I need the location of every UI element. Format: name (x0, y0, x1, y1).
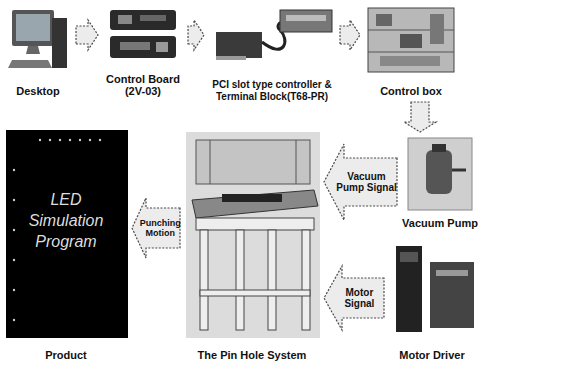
chip (156, 42, 168, 52)
frame-post (210, 140, 211, 184)
component (380, 56, 440, 66)
chip (140, 15, 166, 21)
frame-post (296, 140, 297, 184)
pump-body (426, 150, 452, 194)
vacuum-pump-picture (408, 138, 472, 210)
monitor (12, 10, 54, 46)
leg (236, 230, 244, 330)
leg (302, 230, 310, 330)
pump-head (432, 144, 446, 152)
stand (26, 46, 40, 54)
signal-label: Motor Signal (332, 287, 386, 310)
device-caption: The Pin Hole System (184, 349, 320, 362)
device-node: Product LED Simulation Program (2, 128, 130, 364)
device-caption: Motor Driver (388, 349, 476, 362)
led-panel (6, 130, 128, 338)
terminal-block (280, 10, 332, 32)
block-arrow (188, 20, 204, 50)
card-edge (216, 56, 246, 60)
signal-label: Vacuum Pump Signal (333, 171, 400, 194)
display (400, 252, 418, 262)
control-box-picture (368, 8, 454, 72)
block-arrow (324, 144, 397, 220)
device-node: Control box (362, 4, 460, 100)
pci-card (216, 32, 262, 58)
board (110, 36, 176, 58)
block-arrow (404, 102, 436, 132)
block-arrow (340, 20, 360, 50)
device-node: Vacuum Pump (399, 134, 481, 232)
block-arrow (132, 198, 180, 258)
device-node: Desktop (2, 4, 74, 100)
device-caption: Desktop (4, 85, 72, 98)
desktop-picture (8, 10, 67, 68)
product-picture (6, 130, 128, 338)
device-caption: Vacuum Pump (401, 217, 479, 230)
screen (16, 14, 50, 41)
device-caption: Control box (364, 85, 458, 98)
device-node: Motor Driver (386, 240, 478, 364)
hose (452, 169, 466, 172)
led-dots (13, 139, 101, 321)
photo-ground (408, 138, 472, 210)
device-caption: Product (4, 349, 128, 362)
component (430, 14, 444, 44)
control-board-picture (110, 10, 176, 58)
leg (268, 230, 276, 330)
rail (368, 52, 454, 53)
device-node: PCI slot type controller & Terminal Bloc… (206, 4, 338, 104)
tower (52, 18, 67, 68)
driver-unit (430, 262, 474, 328)
cross-bar (200, 290, 310, 296)
board (110, 10, 176, 30)
component (376, 14, 392, 26)
signal-label: Punching Motion (139, 218, 181, 239)
panel (436, 270, 468, 276)
cabinet (368, 8, 454, 72)
device-caption: Control Board (2V-03) (102, 73, 184, 98)
upper-frame (196, 140, 310, 184)
device-caption: PCI slot type controller & Terminal Bloc… (208, 79, 336, 102)
chip (118, 15, 132, 24)
keyboard (8, 60, 52, 68)
photo-ground (186, 132, 320, 338)
pin-hole-machine-picture (186, 132, 320, 338)
driver-unit (396, 246, 422, 332)
block-arrow (324, 266, 384, 330)
leg (200, 230, 208, 330)
component (400, 34, 422, 48)
table-rail (196, 218, 314, 230)
punch-head (222, 194, 282, 202)
terminals (286, 15, 326, 21)
pci-controller-picture (216, 10, 332, 60)
chip (120, 42, 150, 50)
motor-driver-picture (396, 246, 474, 332)
device-node: The Pin Hole System (182, 128, 322, 364)
block-arrow (76, 20, 98, 50)
screen-text: LED Simulation Program (16, 190, 116, 252)
table-top (192, 190, 318, 218)
device-node: Control Board (2V-03) (100, 4, 186, 100)
